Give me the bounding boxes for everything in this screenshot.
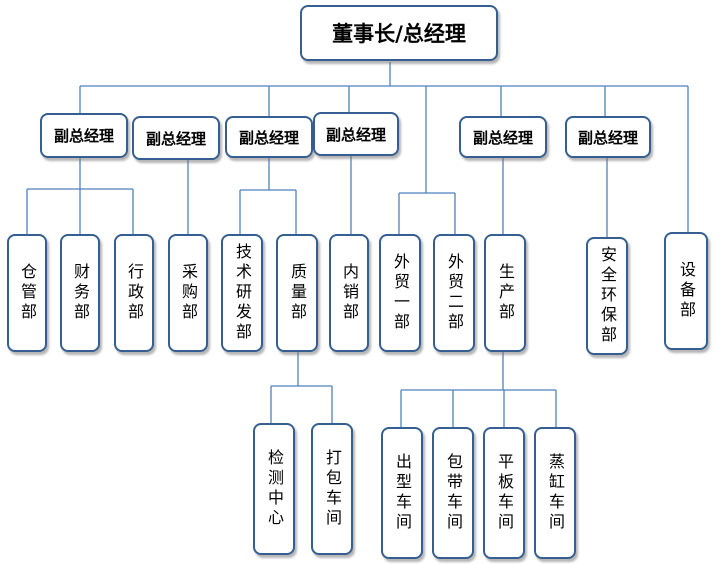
- dept-rnd: 技术研发部: [221, 234, 263, 352]
- ceo-label: 董事长/总经理: [332, 22, 466, 46]
- dept-label: 质量部: [288, 263, 307, 323]
- unit-testing-center: 检测中心: [253, 423, 295, 555]
- unit-label: 包带车间: [444, 453, 463, 533]
- dept-label: 技术研发部: [233, 243, 252, 343]
- dept-label: 财务部: [71, 263, 90, 323]
- dept-production: 生产部: [484, 234, 526, 352]
- dept-label: 采购部: [179, 263, 198, 323]
- dept-label: 生产部: [496, 263, 515, 323]
- vp-node-3: 副总经理: [225, 116, 313, 158]
- unit-label: 检测中心: [265, 449, 284, 529]
- ceo-node: 董事长/总经理: [300, 5, 498, 61]
- dept-quality: 质量部: [276, 234, 318, 352]
- unit-label: 打包车间: [323, 449, 342, 529]
- dept-label: 仓管部: [18, 263, 37, 323]
- dept-label: 外贸一部: [391, 253, 410, 333]
- dept-warehouse: 仓管部: [7, 234, 47, 352]
- vp-node-6: 副总经理: [565, 116, 651, 158]
- vp-node-4: 副总经理: [313, 112, 399, 156]
- dept-equipment: 设备部: [664, 232, 708, 350]
- dept-label: 安全环保部: [598, 246, 617, 346]
- unit-packing-workshop: 打包车间: [311, 423, 353, 555]
- vp-label: 副总经理: [325, 125, 386, 144]
- dept-foreign-trade-2: 外贸二部: [433, 234, 475, 352]
- vp-node-5: 副总经理: [459, 116, 547, 158]
- unit-label: 平板车间: [495, 453, 514, 533]
- dept-purchasing: 采购部: [168, 234, 208, 352]
- vp-label: 副总经理: [577, 128, 638, 147]
- vp-label: 副总经理: [145, 129, 206, 148]
- dept-safety-env: 安全环保部: [586, 237, 628, 355]
- unit-strapping-workshop: 包带车间: [432, 427, 474, 559]
- dept-label: 设备部: [677, 261, 696, 321]
- unit-flatboard-workshop: 平板车间: [483, 427, 525, 559]
- dept-domestic-sales: 内销部: [329, 234, 369, 352]
- unit-steaming-workshop: 蒸缸车间: [534, 427, 576, 559]
- dept-admin: 行政部: [114, 234, 154, 352]
- vp-node-2: 副总经理: [132, 116, 220, 160]
- vp-label: 副总经理: [53, 127, 114, 145]
- vp-label: 副总经理: [238, 128, 299, 147]
- vp-label: 副总经理: [472, 128, 533, 147]
- unit-label: 出型车间: [393, 453, 412, 533]
- unit-label: 蒸缸车间: [546, 453, 565, 533]
- dept-label: 内销部: [340, 263, 359, 323]
- unit-molding-workshop: 出型车间: [381, 427, 423, 559]
- dept-finance: 财务部: [60, 234, 100, 352]
- dept-label: 外贸二部: [445, 253, 464, 333]
- dept-label: 行政部: [125, 263, 144, 323]
- vp-node-1: 副总经理: [40, 113, 128, 158]
- dept-foreign-trade-1: 外贸一部: [379, 234, 421, 352]
